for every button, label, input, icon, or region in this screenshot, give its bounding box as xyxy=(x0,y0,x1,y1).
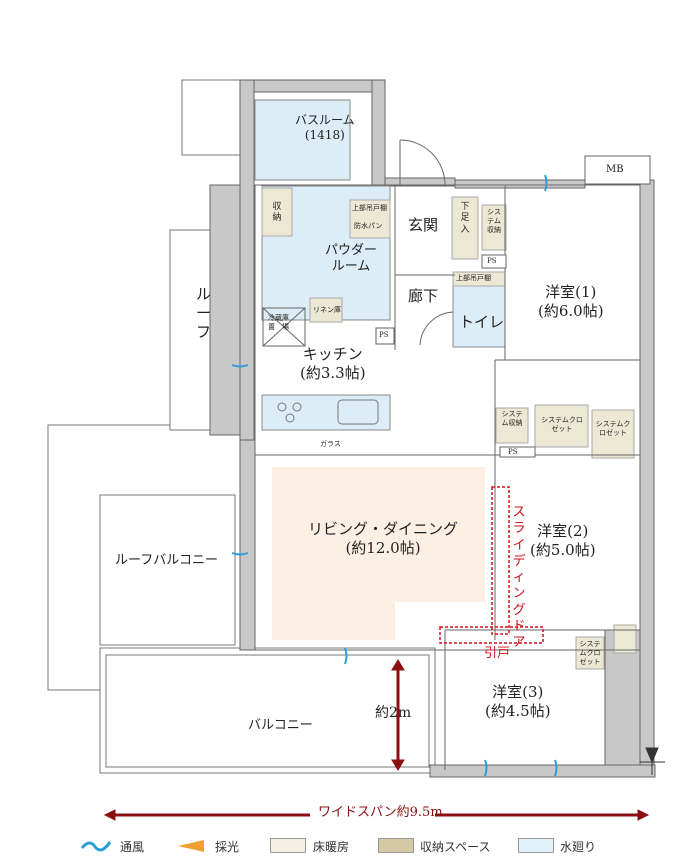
ps-label-2: PS xyxy=(379,331,389,339)
fridge-label: 冷蔵庫置 場 xyxy=(268,314,289,332)
system-closet-label-3: システムクロゼット xyxy=(579,640,601,666)
shoe-storage-label: 下足入 xyxy=(460,202,470,235)
living-label: リビング・ダイニング(約12.0帖) xyxy=(308,520,458,558)
room-name: ルーム xyxy=(331,259,371,275)
bath-area xyxy=(254,99,351,181)
room-name: キッチン xyxy=(302,345,363,363)
legend-storage: 収納スペース xyxy=(420,840,491,854)
water-swatch xyxy=(518,838,554,853)
system-closet-label: システムクロゼット xyxy=(541,416,583,433)
room-size: (約6.0帖) xyxy=(538,301,604,320)
toilet-label: トイレ xyxy=(459,313,505,331)
western1-label: 洋室(1)(約6.0帖) xyxy=(538,283,604,321)
room-size: (約4.5帖) xyxy=(485,701,551,720)
room-name: 洋室(2) xyxy=(537,522,589,540)
mb-box xyxy=(584,155,651,185)
legend-floor-heat: 床暖房 xyxy=(313,840,350,854)
room-size: (約12.0帖) xyxy=(345,538,421,557)
room-name: リビング・ダイニング xyxy=(308,520,459,538)
upper-cabinet-label: 上部吊戸棚 xyxy=(352,204,387,212)
washer-pan-label: 防水パン xyxy=(354,222,383,230)
hikido-label: 引戸 xyxy=(484,646,511,661)
fridge-text: 置 場 xyxy=(268,322,289,331)
room-name: 洋室(1) xyxy=(545,283,597,301)
linen-label: リネン庫 xyxy=(313,306,341,314)
span-dimension: ワイドスパン約9.5m xyxy=(318,805,443,820)
roof-label: ルーフ xyxy=(196,285,212,341)
storage-label: 収納 xyxy=(272,202,282,224)
ventilation-icon xyxy=(80,841,112,852)
roof-area xyxy=(169,229,211,431)
legend: 通風 採光 床暖房 収納スペース 水廻り xyxy=(0,836,700,856)
kitchen-label: キッチン(約3.3帖) xyxy=(300,345,366,383)
room-size: (1418) xyxy=(304,128,345,142)
depth-dimension: 約2m xyxy=(375,705,412,721)
toilet-cabinet-label: 上部吊戸棚 xyxy=(456,274,491,282)
room-name: パウダー xyxy=(325,243,378,258)
legend-ventilation: 通風 xyxy=(120,840,145,854)
compass-icon xyxy=(640,747,665,775)
sliding-door-label: スライディングドア xyxy=(512,505,526,650)
balcony-area xyxy=(99,647,436,774)
ps-label-3: PS xyxy=(508,448,518,456)
roof-balcony-area xyxy=(47,424,241,691)
system-storage-label-2: システム収納 xyxy=(501,410,523,427)
western2-label: 洋室(2)(約5.0帖) xyxy=(530,522,596,560)
roof-balcony-label: ルーフバルコニー xyxy=(115,553,218,568)
storage-swatch xyxy=(378,838,414,853)
bath-label: バスルーム(1418) xyxy=(295,113,355,143)
powder-label: パウダールーム xyxy=(325,243,377,276)
balcony-label: バルコニー xyxy=(248,718,313,733)
legend-light: 採光 xyxy=(215,840,240,854)
floor-heat-swatch xyxy=(270,838,306,853)
glass-label: ガラス xyxy=(320,440,341,448)
room-size: (約3.3帖) xyxy=(300,363,366,382)
fridge-text: 冷蔵庫 xyxy=(268,314,289,322)
system-closet-label-2: システムクロゼット xyxy=(595,420,631,437)
legend-water: 水廻り xyxy=(560,840,597,854)
ps-label: PS xyxy=(487,257,497,265)
western3-label: 洋室(3)(約4.5帖) xyxy=(485,683,551,721)
entrance-label: 玄関 xyxy=(408,216,439,234)
room-name: 洋室(3) xyxy=(492,683,544,701)
ventilation-icons xyxy=(231,174,558,777)
light-icon xyxy=(178,840,204,852)
room-name: バスルーム xyxy=(295,113,355,127)
room-size: (約5.0帖) xyxy=(530,540,596,559)
system-storage-label: システム収納 xyxy=(487,208,501,234)
floor-heating-area xyxy=(272,467,485,640)
mb-label: MB xyxy=(606,164,624,175)
hall-label: 廊下 xyxy=(408,287,439,305)
